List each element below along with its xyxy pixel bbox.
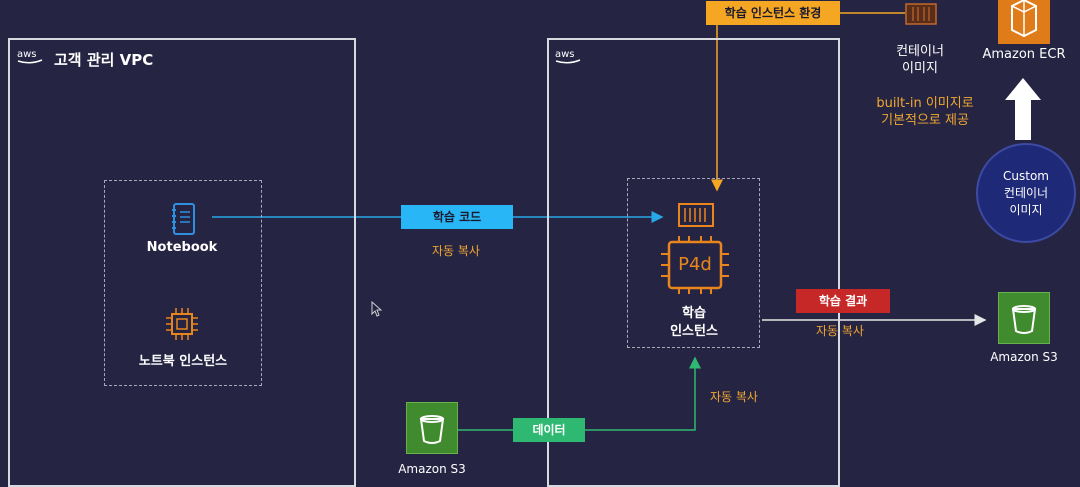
svg-text:aws: aws <box>555 49 575 60</box>
container-image-icon <box>905 3 937 25</box>
container-image-label-line1: 컨테이너 <box>896 44 944 59</box>
chip-icon <box>166 308 198 340</box>
customer-vpc-title: 고객 관리 VPC <box>54 51 154 69</box>
custom-container-image-circle: Custom 컨테이너 이미지 <box>976 143 1076 243</box>
custom-image-line2: 컨테이너 <box>1003 185 1049 200</box>
training-instance-box <box>627 178 760 348</box>
amazon-s3-bottom-label: Amazon S3 <box>398 462 466 476</box>
builtin-note-line2: 기본적으로 제공 <box>881 113 969 128</box>
notebook-group-box <box>104 180 262 386</box>
aws-account-box <box>547 38 840 487</box>
aws-logo-icon: aws <box>17 49 43 64</box>
notebook-label: Notebook <box>146 240 218 255</box>
custom-image-line3: 이미지 <box>1009 202 1043 217</box>
amazon-s3-right-label: Amazon S3 <box>990 350 1058 364</box>
p4d-chip-icon <box>661 236 729 294</box>
p4d-chip-label: P4d <box>678 254 712 275</box>
training-instance-label-line2: 인스턴스 <box>670 324 718 339</box>
auto-copy-label-2: 자동 복사 <box>816 324 864 338</box>
training-instance-label-line1: 학습 <box>682 306 706 321</box>
mouse-cursor-icon <box>371 301 383 317</box>
auto-copy-label-1: 자동 복사 <box>432 244 480 258</box>
aws-logo-icon-2: aws <box>555 49 581 64</box>
customer-vpc-box <box>8 38 356 487</box>
data-tag: 데이터 <box>513 418 585 442</box>
container-icon <box>678 203 714 227</box>
training-env-tag: 학습 인스턴스 환경 <box>706 1 840 25</box>
amazon-s3-bottom-icon <box>406 402 458 454</box>
custom-to-ecr-arrow <box>1005 78 1041 140</box>
training-code-tag: 학습 코드 <box>401 205 513 229</box>
amazon-s3-right-icon <box>998 292 1050 344</box>
amazon-ecr-icon <box>998 0 1050 44</box>
notebook-instance-label: 노트북 인스턴스 <box>138 354 228 369</box>
builtin-note-line1: built-in 이미지로 <box>876 96 974 111</box>
custom-image-line1: Custom <box>1003 168 1049 183</box>
notebook-icon <box>172 203 195 235</box>
svg-text:aws: aws <box>17 49 37 60</box>
auto-copy-label-3: 자동 복사 <box>710 390 758 404</box>
container-image-label-line2: 이미지 <box>902 61 938 76</box>
amazon-ecr-label: Amazon ECR <box>982 47 1066 62</box>
training-result-tag: 학습 결과 <box>796 289 890 313</box>
